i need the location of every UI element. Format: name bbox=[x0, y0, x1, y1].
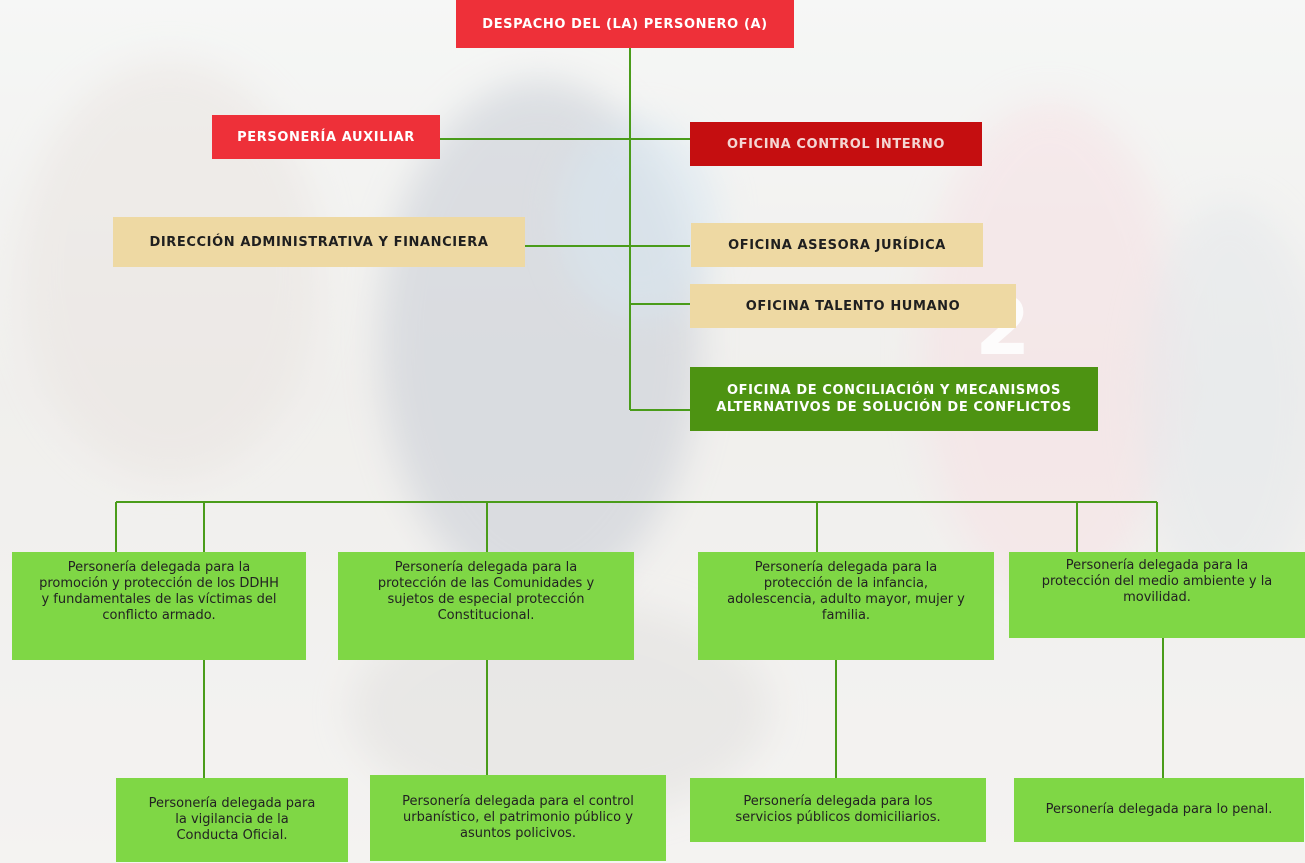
delegada-servicios-publicos-box: Personería delegada para los servicios p… bbox=[690, 778, 986, 842]
delegada-ddhh-box: Personería delegada para la promoción y … bbox=[12, 552, 306, 660]
delegada-conducta-oficial-box: Personería delegada para la vigilancia d… bbox=[116, 778, 348, 862]
oficina-asesora-juridica-label: OFICINA ASESORA JURÍDICA bbox=[728, 237, 946, 253]
delegada-medio-ambiente-box: Personería delegada para la protección d… bbox=[1009, 552, 1305, 638]
delegada-control-urbanistico-label: Personería delegada para el control urba… bbox=[402, 794, 634, 841]
personeria-auxiliar-label: PERSONERÍA AUXILIAR bbox=[237, 129, 415, 145]
delegada-control-urbanistico-box: Personería delegada para el control urba… bbox=[370, 775, 666, 861]
despacho-personero-box: DESPACHO DEL (LA) PERSONERO (A) bbox=[456, 0, 794, 48]
oficina-control-interno-box: OFICINA CONTROL INTERNO bbox=[690, 122, 982, 166]
delegada-servicios-publicos-label: Personería delegada para los servicios p… bbox=[735, 794, 941, 825]
delegada-ddhh-label: Personería delegada para la promoción y … bbox=[39, 560, 279, 623]
delegada-comunidades-label: Personería delegada para la protección d… bbox=[377, 560, 595, 623]
oficina-asesora-juridica-box: OFICINA ASESORA JURÍDICA bbox=[691, 223, 983, 267]
delegada-penal-box: Personería delegada para lo penal. bbox=[1014, 778, 1304, 842]
delegada-penal-label: Personería delegada para lo penal. bbox=[1045, 802, 1273, 817]
oficina-talento-humano-label: OFICINA TALENTO HUMANO bbox=[745, 298, 961, 314]
oficina-conciliacion-box: OFICINA DE CONCILIACIÓN Y MECANISMOS ALT… bbox=[690, 367, 1098, 431]
delegada-comunidades-box: Personería delegada para la protección d… bbox=[338, 552, 634, 660]
despacho-personero-label: DESPACHO DEL (LA) PERSONERO (A) bbox=[482, 16, 768, 32]
oficina-talento-humano-box: OFICINA TALENTO HUMANO bbox=[690, 284, 1016, 328]
direccion-administrativa-label: DIRECCIÓN ADMINISTRATIVA Y FINANCIERA bbox=[149, 234, 489, 250]
delegada-infancia-box: Personería delegada para la protección d… bbox=[698, 552, 994, 660]
oficina-conciliacion-label: OFICINA DE CONCILIACIÓN Y MECANISMOS ALT… bbox=[716, 383, 1072, 415]
delegada-medio-ambiente-label: Personería delegada para la protección d… bbox=[1041, 558, 1273, 605]
delegada-conducta-oficial-label: Personería delegada para la vigilancia d… bbox=[148, 796, 316, 843]
delegada-infancia-label: Personería delegada para la protección d… bbox=[727, 560, 965, 623]
oficina-control-interno-label: OFICINA CONTROL INTERNO bbox=[726, 136, 946, 152]
direccion-administrativa-box: DIRECCIÓN ADMINISTRATIVA Y FINANCIERA bbox=[113, 217, 525, 267]
personeria-auxiliar-box: PERSONERÍA AUXILIAR bbox=[212, 115, 440, 159]
